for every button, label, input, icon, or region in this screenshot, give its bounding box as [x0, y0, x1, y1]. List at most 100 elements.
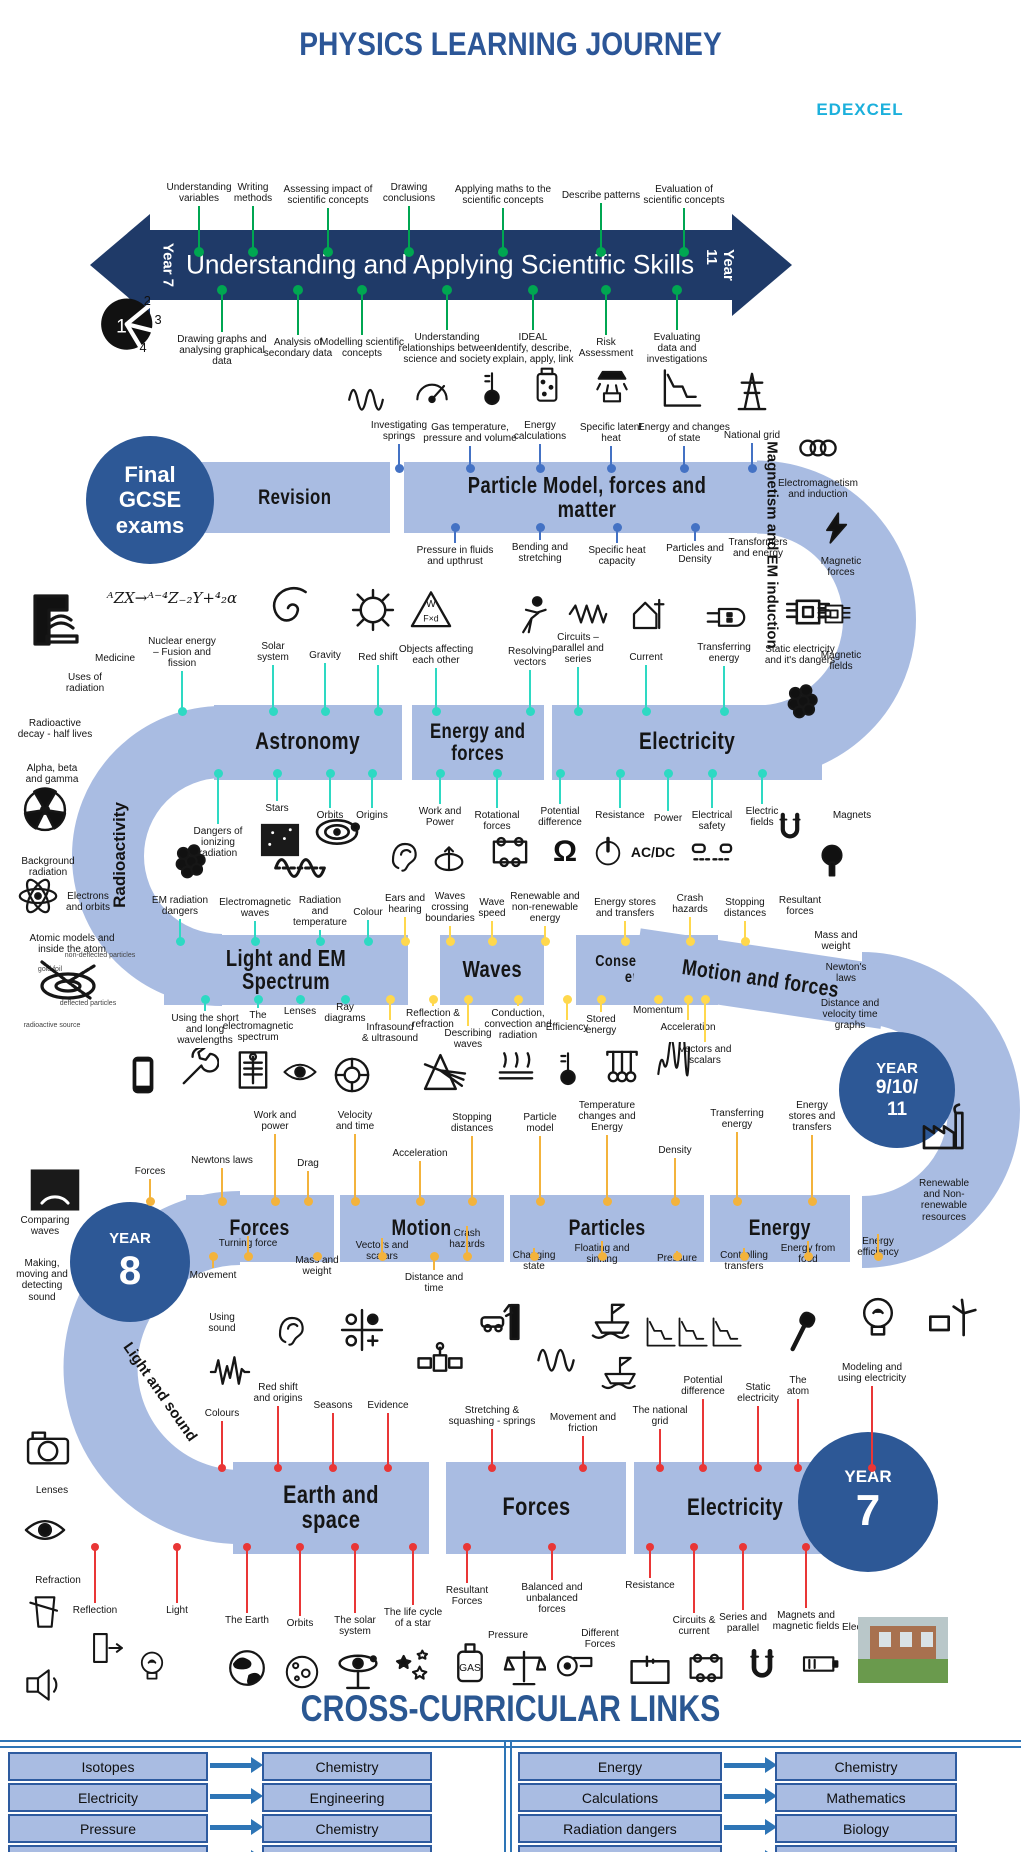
connector-line: [381, 1238, 383, 1256]
connector-dot: [351, 1543, 359, 1551]
connector-line: [398, 444, 400, 468]
label-particle-model: Particle model: [523, 1112, 557, 1135]
band-title-earth-and-space: Earth and space: [283, 1480, 379, 1534]
connector-line: [871, 1386, 873, 1468]
label-distance-and-time: Distance and time: [404, 1272, 464, 1295]
glass-refraction-icon: [25, 1592, 65, 1632]
connector-dot: [296, 1543, 304, 1551]
label-analysis-of-secondary-data: Analysis of secondary data: [263, 337, 333, 360]
house-pylon-icon: [627, 593, 669, 635]
gyro-icon: [429, 838, 469, 878]
label-infrasound-ultrasound: Infrasound & ultrasound: [361, 1022, 419, 1045]
connector-dot: [754, 1464, 762, 1472]
renewables-icon: [927, 1290, 977, 1340]
label-reflection: Reflection: [72, 1605, 118, 1616]
label-transferring-energy: Transferring energy: [710, 1108, 764, 1131]
label-resistance: Resistance: [595, 810, 645, 821]
connector-dot: [394, 463, 404, 473]
label-investigating-springs: Investigating springs: [370, 420, 428, 443]
connector-line: [667, 773, 669, 811]
circle-line: 9/10/: [875, 1076, 919, 1098]
moon-icon: [283, 1653, 321, 1691]
gauge-icon: [412, 370, 452, 410]
label-seasons: Seasons: [313, 1400, 353, 1411]
connector-dot: [409, 1543, 417, 1551]
arrow-year-11: Year 11: [703, 249, 737, 281]
connector-line: [742, 1547, 744, 1610]
connector-dot: [739, 1251, 749, 1261]
connector-dot: [270, 1196, 280, 1206]
connector-line: [387, 1413, 389, 1468]
connector-line: [204, 999, 206, 1011]
band-title-light-and-em-spectrum: Light and EM Spectrum: [225, 944, 347, 994]
label-turning-force: Turning force: [218, 1238, 278, 1249]
connector-dot: [535, 522, 545, 532]
eye-icon: [282, 1054, 318, 1090]
connector-line: [327, 208, 329, 252]
atom-icon: [17, 875, 59, 917]
label-gold-foil: gold foil: [37, 966, 63, 973]
label-non-deflected-particles: non-deflected particles: [64, 952, 136, 959]
band-forces: Forces: [186, 1195, 334, 1262]
band-title-revision: Revision: [258, 485, 332, 509]
connector-line: [254, 921, 256, 941]
tree-icon: [814, 842, 850, 878]
pd-graph2-icon: [675, 1315, 709, 1349]
connector-dot: [873, 1251, 883, 1261]
label-resultant-forces: Resultant Forces: [445, 1585, 489, 1608]
circle-line: 7: [855, 1486, 881, 1536]
connector-line: [299, 1547, 301, 1616]
label-colour: Colour: [353, 907, 383, 918]
connector-line: [324, 663, 326, 711]
connector-line: [687, 999, 689, 1020]
spring2-icon: [534, 1328, 578, 1372]
gravity-globe-icon: [350, 587, 396, 633]
connector-dot: [293, 285, 303, 295]
connector-line: [439, 773, 441, 804]
cross-subject-mathematics: Mathematics: [775, 1783, 957, 1812]
satellite-icon: [417, 1340, 463, 1386]
label-nuclear-energy-fusion-and-fission: Nuclear energy – Fusion and fission: [148, 636, 216, 670]
label-ray-diagrams: Ray diagrams: [324, 1002, 366, 1025]
bending-person-icon: [512, 593, 554, 635]
svg-text:1: 1: [116, 317, 127, 338]
connector-line: [247, 1236, 249, 1256]
connector-dot: [707, 768, 717, 778]
connector-dot: [384, 1464, 392, 1472]
band-earth-and-space: Earth and space: [233, 1462, 429, 1554]
phone-icon: [123, 1055, 163, 1095]
connector-dot: [679, 247, 689, 257]
connector-dot: [602, 1196, 612, 1206]
connector-line: [600, 203, 602, 252]
connector-line: [361, 290, 363, 335]
connector-line: [377, 665, 379, 711]
label-background-radiation: Background radiation: [21, 856, 75, 879]
band-energy: Energy: [710, 1195, 850, 1262]
label-energy-calculations: Energy calculations: [513, 420, 567, 443]
connector-dot: [428, 994, 438, 1004]
label-modeling-and-using-electricity: Modeling and using electricity: [837, 1362, 907, 1385]
label-temperature-changes-and-energy: Temperature changes and Energy: [578, 1100, 636, 1134]
connector-line: [559, 773, 561, 804]
connector-line: [297, 290, 299, 335]
connector-dot: [243, 1543, 251, 1551]
connector-line: [751, 443, 753, 468]
label-different-forces: Different Forces: [581, 1628, 619, 1651]
connector-line: [466, 1226, 468, 1256]
label-resolving-vectors: Resolving vectors: [508, 646, 552, 669]
label-reflection-refraction: Reflection & refraction: [406, 1008, 460, 1031]
steam-icon: [494, 1046, 538, 1090]
tyre-icon: [330, 1053, 374, 1097]
connector-dot: [442, 285, 452, 295]
connector-line: [149, 1179, 151, 1201]
cross-curricular-title: CROSS-CURRICULAR LINKS: [300, 1688, 721, 1729]
connector-line: [711, 773, 713, 808]
power-symbol-icon: [591, 835, 625, 869]
connector-dot: [868, 1464, 876, 1472]
connector-dot: [357, 285, 367, 295]
connector-line: [544, 926, 546, 941]
label-orbits: Orbits: [316, 810, 344, 821]
connector-line: [539, 527, 541, 540]
ship-icon: [590, 1296, 634, 1340]
label-newton-s-laws: Newton's laws: [825, 962, 867, 985]
